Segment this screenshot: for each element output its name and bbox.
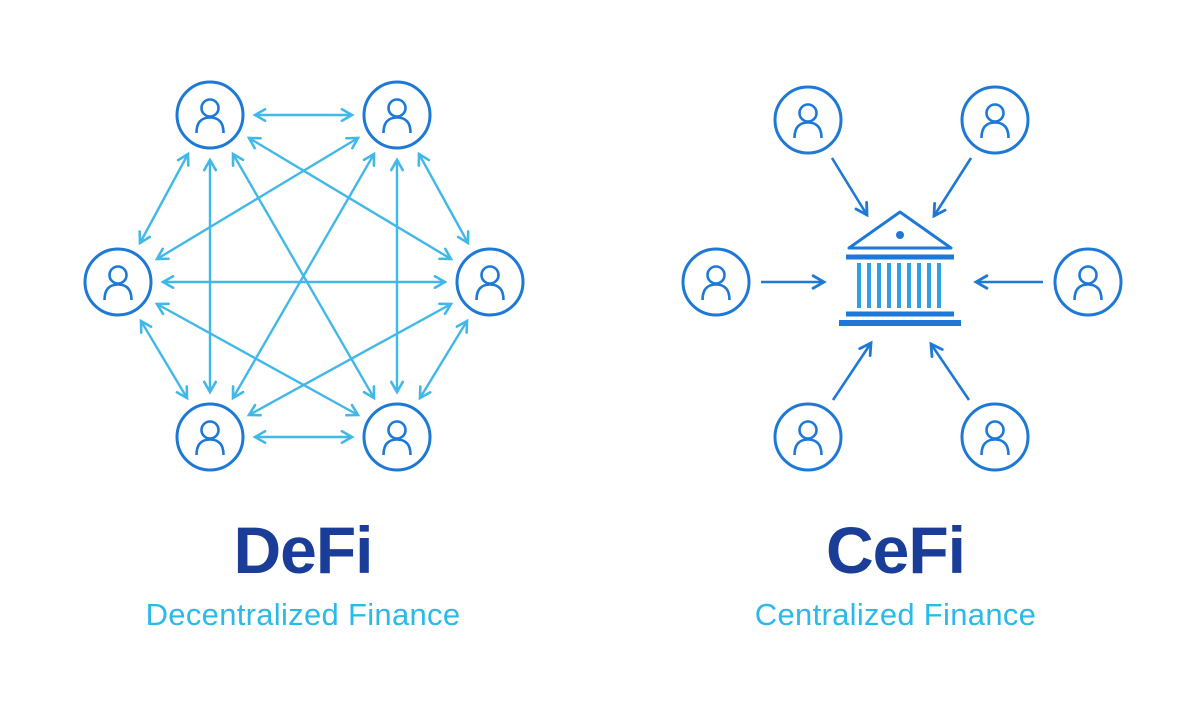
bank-pediment (847, 210, 953, 250)
defi-caption: DeFi Decentralized Finance (0, 513, 606, 633)
user-icon (175, 402, 245, 472)
mesh-arrows (138, 107, 470, 445)
bank-icon (839, 210, 961, 326)
directional-arrow (831, 340, 873, 401)
cefi-caption: CeFi Centralized Finance (606, 513, 1185, 633)
directional-arrow (929, 341, 971, 401)
directional-arrow (830, 157, 869, 218)
user-icon (362, 80, 432, 150)
defi-network (83, 80, 525, 472)
bidirectional-arrow (418, 318, 469, 401)
user-icon (455, 247, 525, 317)
user-icon (1053, 247, 1123, 317)
user-icon (773, 402, 843, 472)
bidirectional-arrow (139, 318, 189, 401)
bank-columns (857, 263, 941, 308)
defi-subtitle: Decentralized Finance (145, 597, 461, 633)
user-icon (960, 402, 1030, 472)
defi-cefi-diagram (83, 80, 1123, 472)
user-icon (773, 85, 843, 155)
user-icon (83, 247, 153, 317)
bidirectional-arrow (154, 302, 361, 417)
cefi-users (681, 85, 1123, 472)
directional-arrow (932, 157, 973, 219)
bidirectional-arrow (154, 136, 361, 261)
user-icon (681, 247, 751, 317)
bank-pediment-dot (896, 231, 904, 239)
user-icon (960, 85, 1030, 155)
defi-title: DeFi (233, 513, 373, 587)
bidirectional-arrow (138, 151, 190, 246)
cefi-title: CeFi (825, 513, 966, 587)
user-icon (175, 80, 245, 150)
cefi-network (681, 85, 1123, 472)
user-icon (362, 402, 432, 472)
cefi-subtitle: Centralized Finance (754, 597, 1037, 633)
hub-arrows (761, 157, 1043, 401)
bidirectional-arrow (417, 151, 470, 246)
